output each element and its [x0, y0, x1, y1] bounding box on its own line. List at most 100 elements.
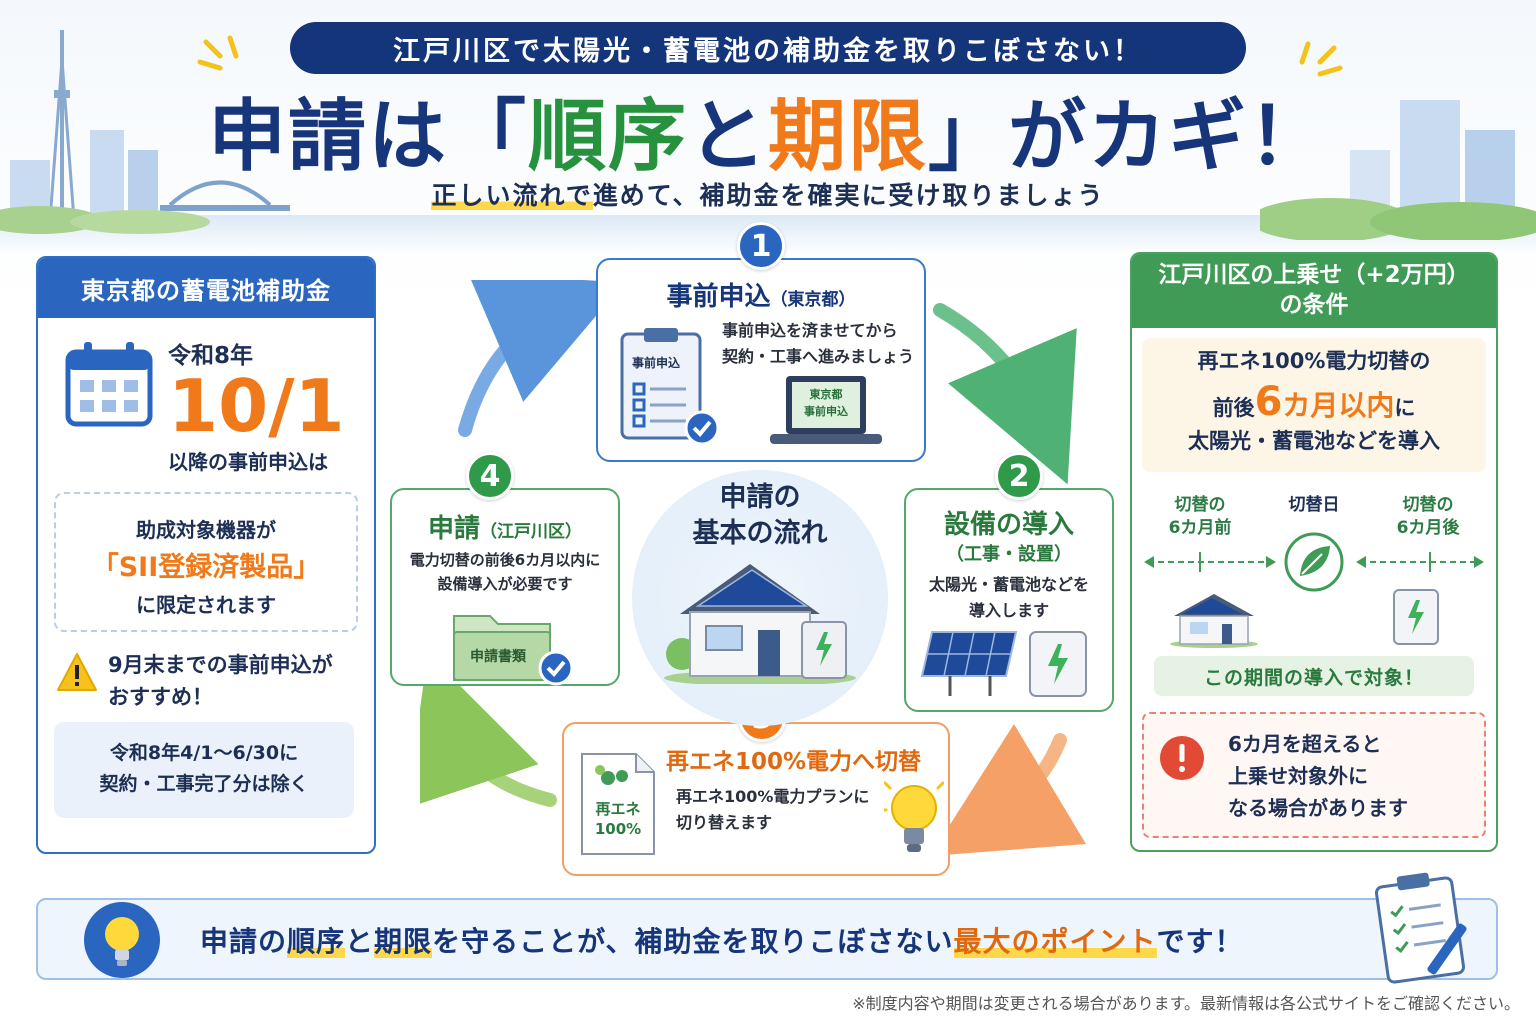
after-label: 以降の事前申込は — [168, 450, 328, 474]
arrow-4-to-1 — [458, 280, 625, 437]
renewable-doc-line2: 100% — [594, 819, 642, 838]
subtitle: 正しい流れで進めて、補助金を確実に受け取りましょう — [300, 176, 1236, 212]
warning-text: 6カ月を超えると 上乗せ対象外に なる場合があります — [1228, 728, 1408, 824]
laptop-icon — [770, 376, 882, 444]
device-line1: 助成対象機器が — [136, 518, 276, 542]
laptop-screen-text: 東京都 事前申込 — [792, 386, 860, 420]
step-2-sub: （工事・設置） — [946, 544, 1072, 565]
step-1-title-main: 事前申込 — [666, 282, 771, 312]
step-4-title-sub: （江戸川区） — [480, 522, 582, 542]
renewable-doc-text: 再エネ 100% — [582, 800, 654, 839]
recommend-line2: おすすめ！ — [108, 684, 213, 709]
center-line2: 基本の流れ — [692, 518, 828, 550]
warn-line1: 6カ月を超えると — [1228, 732, 1382, 756]
step-4-number: 4 — [466, 452, 514, 500]
sii-highlight: 「SII登録済製品」 — [91, 552, 321, 583]
exclusion-box: 令和8年4/1〜6/30に 契約・工事完了分は除く — [54, 722, 354, 818]
timeline-after-label: 切替の 6カ月後 — [1378, 494, 1478, 540]
renewable-doc-line1: 再エネ — [595, 800, 641, 818]
clipboard-label: 事前申込 — [632, 356, 681, 370]
subtitle-rest: 進めて、補助金を確実に受け取りましょう — [592, 181, 1105, 210]
exclusion-line2: 契約・工事完了分は除く — [99, 773, 309, 796]
step-2-body: 太陽光・蓄電池などを 導入します — [904, 572, 1114, 623]
title-part2: 」がカギ！ — [928, 92, 1329, 182]
cond-line2: 前後6カ月以内に — [1142, 380, 1486, 424]
clipboard-icon — [620, 328, 720, 446]
arrow-1-to-2 — [933, 303, 1077, 485]
main-title: 申請は「順序と期限」がカギ！ — [180, 82, 1356, 182]
step-4-body: 電力切替の前後6カ月以内に 設備導入が必要です — [390, 548, 620, 596]
tokyo-panel-title: 東京都の蓄電池補助金 — [38, 258, 374, 318]
sparkle-right-icon — [1299, 41, 1343, 77]
cond-six: 6 — [1254, 378, 1283, 425]
condition-box: 再エネ100%電力切替の 前後6カ月以内に 太陽光・蓄電池などを導入 — [1142, 338, 1486, 472]
laptop-line2: 事前申込 — [804, 405, 848, 419]
cond-line3: 太陽光・蓄電池などを導入 — [1188, 428, 1440, 453]
warn-line2: 上乗せ対象外に — [1228, 764, 1368, 788]
title-order: 順序 — [527, 92, 688, 182]
edogawa-title-line2: の条件 — [1279, 292, 1349, 318]
cond-line1: 再エネ100%電力切替の — [1197, 349, 1431, 373]
title-and: と — [687, 92, 768, 182]
calendar-icon — [65, 342, 153, 427]
edogawa-panel-title: 江戸川区の上乗せ（+2万円） の条件 — [1132, 254, 1496, 328]
lightbulb-icon — [884, 781, 944, 852]
step-1-title: 事前申込（東京都） — [596, 276, 926, 313]
timeline-switch-label: 切替日 — [1288, 495, 1340, 515]
step-4-body-line2: 設備導入が必要です — [437, 575, 573, 593]
top-banner: 江戸川区で太陽光・蓄電池の補助金を取りこぼさない！ — [290, 22, 1246, 74]
step-3-body-line1: 再エネ100%電力プランに — [676, 787, 870, 806]
arrow-3-to-4 — [420, 653, 557, 809]
step-2-number: 2 — [995, 452, 1043, 500]
title-deadline: 期限 — [768, 92, 929, 182]
deadline-date: 10/1 — [168, 364, 345, 448]
warn-line3: なる場合があります — [1228, 796, 1408, 820]
era-label: 令和8年 — [168, 343, 254, 369]
bottom-lightbulb-icon — [84, 902, 160, 978]
center-title: 申請の 基本の流れ — [632, 480, 888, 553]
target-period-bar: この期間の導入で対象！ — [1154, 656, 1474, 696]
step-1-body: 事前申込を済ませてから 契約・工事へ進みましょう — [722, 318, 914, 369]
city-skyline-left — [0, 30, 290, 234]
folder-icon — [453, 615, 574, 686]
solar-panel-icon — [920, 631, 1018, 696]
arrow-2-to-3 — [929, 723, 1087, 857]
step-3-body-line2: 切り替えます — [676, 812, 773, 832]
subtitle-highlight: 正しい流れで — [431, 181, 593, 210]
step-3-title: 再エネ100%電力へ切替 — [666, 749, 922, 775]
step-2-body-line2: 導入します — [968, 600, 1049, 620]
exclusion-line1: 令和8年4/1〜6/30に — [109, 742, 299, 764]
recommend-text: 9月末までの事前申込が おすすめ！ — [108, 650, 333, 713]
tl-before-1: 切替の — [1174, 495, 1226, 515]
step-1-title-sub: （東京都） — [770, 290, 856, 310]
cond-pre: 前後 — [1212, 395, 1255, 420]
timeline-graphic — [1144, 532, 1484, 592]
checklist-pen-icon — [1374, 872, 1467, 984]
timeline-battery-icon — [1393, 589, 1439, 645]
house-solar-icon — [664, 564, 856, 684]
tl-after-1: 切替の — [1402, 495, 1454, 515]
tl-after-2: 6カ月後 — [1396, 517, 1460, 538]
edogawa-title-line1: 江戸川区の上乗せ（+2万円） — [1158, 262, 1470, 289]
step-3-body: 再エネ100%電力プランに 切り替えます — [676, 784, 869, 835]
center-line1: 申請の — [719, 482, 801, 513]
battery-icon — [1029, 631, 1087, 697]
bottom-message: 申請の順序と期限を守ることが、補助金を取りこぼさない最大のポイントです！ — [200, 920, 1360, 960]
title-part1: 申請は「 — [207, 92, 528, 182]
warning-box — [1142, 712, 1486, 838]
flow-arrows — [420, 280, 1087, 857]
bottom-order: 順序 — [287, 925, 346, 958]
bottom-t1: 申請の — [200, 925, 288, 958]
bottom-banner — [36, 898, 1498, 980]
device-line2: に限定されます — [136, 593, 276, 618]
folder-label: 申請書類 — [470, 649, 526, 665]
timeline-house-icon — [1170, 594, 1258, 648]
laptop-line1: 東京都 — [809, 388, 843, 401]
step-1-body-line1: 事前申込を済ませてから — [722, 321, 898, 340]
timeline-before-label: 切替の 6カ月前 — [1150, 494, 1250, 540]
step-2-body-line1: 太陽光・蓄電池などを — [928, 575, 1089, 594]
renewable-document-icon — [581, 753, 655, 855]
footnote: ※制度内容や期間は変更される場合があります。最新情報は各公式サイトをご確認くださ… — [852, 994, 1520, 1013]
cond-post: に — [1394, 395, 1416, 420]
step-1-number: 1 — [737, 222, 785, 270]
